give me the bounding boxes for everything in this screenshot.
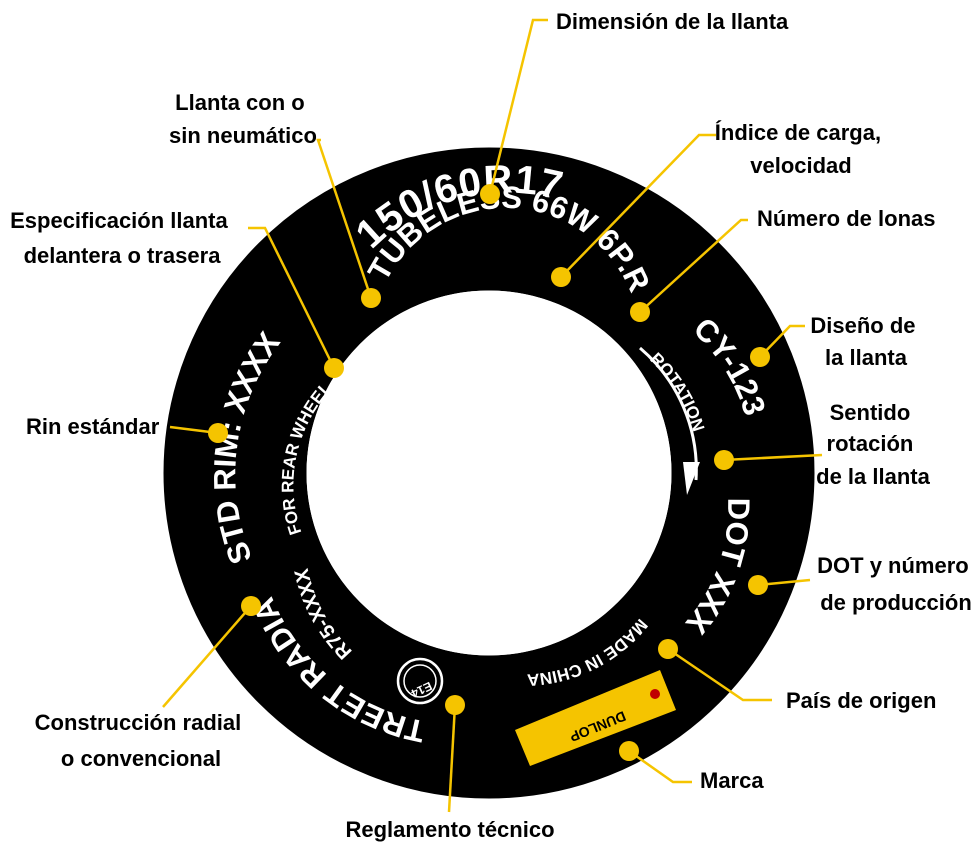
marker-dots	[208, 184, 770, 761]
label-load-speed: Índice de carga, velocidad	[715, 120, 887, 178]
brand-badge: DUNLOP	[515, 670, 676, 766]
label-rotation: Sentido rotación de la llanta	[816, 400, 930, 489]
label-origin: País de origen	[786, 688, 936, 713]
label-tubeless: Llanta con o sin neumático	[169, 90, 317, 148]
label-spec: Especificación llanta delantera o traser…	[10, 208, 234, 268]
label-brand: Marca	[700, 768, 764, 793]
label-plies: Número de lonas	[757, 206, 935, 231]
label-rim: Rin estándar	[26, 414, 160, 439]
tire-inner-edge	[306, 290, 672, 656]
label-regulation: Reglamento técnico	[345, 817, 554, 842]
rotation-arrowhead-icon	[683, 462, 700, 495]
label-dot: DOT y número de producción	[817, 553, 975, 615]
tire-ring	[163, 147, 815, 799]
brand-logo-icon	[650, 689, 660, 699]
leader-lines	[162, 18, 823, 813]
label-construction: Construcción radial o convencional	[35, 710, 248, 771]
label-design: Diseño de la llanta	[810, 313, 921, 370]
rotation-arrow-icon	[639, 346, 698, 481]
label-dimension: Dimensión de la llanta	[556, 9, 789, 34]
